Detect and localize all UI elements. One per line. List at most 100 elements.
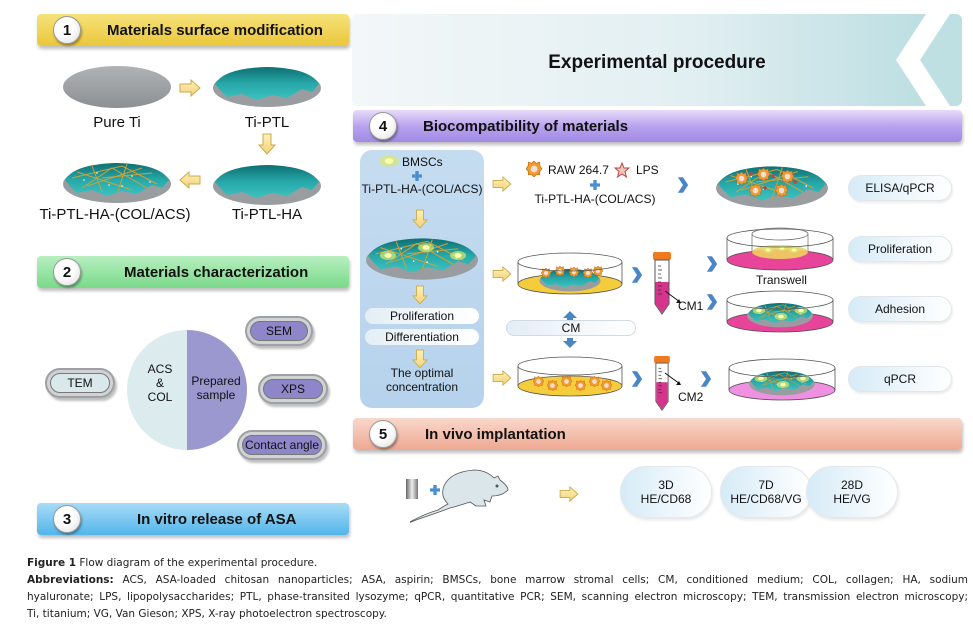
step-ti-ptl-ha-col-acs-label: Ti-PTL-HA-(COL/ACS) (39, 206, 191, 223)
transwell-label: Transwell (756, 273, 807, 287)
method-sem-pill: SEM (245, 316, 313, 346)
transwell-dish-icon (726, 227, 834, 271)
outcome-proliferation-pill: Proliferation (848, 236, 952, 262)
qpcr-dish-icon (728, 358, 836, 401)
abbreviations-label: Abbreviations: (27, 574, 114, 586)
section-title: Materials characterization (124, 263, 309, 281)
arrow-right-icon (492, 176, 512, 192)
titanium-implant-rod-icon (406, 479, 418, 499)
abbreviations-line-2: hyaluronate; LPS, lipopolysaccharides; P… (27, 591, 968, 603)
raw-material-label: Ti-PTL-HA-(COL/ACS) (534, 192, 656, 206)
section-header-3: 3 In vitro release of ASA (37, 503, 349, 535)
section-header-5: 5 In vivo implantation (353, 418, 962, 450)
method-label: SEM (250, 321, 308, 341)
stage-tests: HE/CD68 (640, 492, 692, 506)
stage-28d-pill: 28D HE/VG (806, 466, 898, 518)
section-title: Biocompatibility of materials (423, 117, 629, 135)
bmsc-seeded-disc-icon (365, 237, 479, 281)
abbreviations-line-3: Ti, titanium; VG, Van Gieson; XPS, X-ray… (27, 608, 387, 620)
plus-icon (590, 180, 600, 190)
arrow-pointer-icon (664, 290, 681, 303)
arrow-left-icon (179, 171, 201, 189)
result-line: The optimal (390, 366, 454, 380)
arrow-right-icon (492, 370, 512, 386)
step-ti-ptl-label: Ti-PTL (244, 114, 290, 131)
arrow-down-small-icon (563, 338, 577, 348)
chevron-right-icon (700, 370, 712, 388)
chevron-right-icon (631, 266, 643, 284)
stage-3d-pill: 3D HE/CD68 (620, 466, 712, 518)
assay-proliferation-pill: Proliferation (365, 308, 479, 324)
outcome-adhesion-pill: Adhesion (848, 296, 952, 322)
pie-left-line: & (155, 376, 164, 390)
section-title: Materials surface modification (107, 21, 323, 39)
petri-dish-with-disc-icon (517, 252, 623, 295)
method-label: TEM (50, 373, 110, 393)
pie-left-line: ACS (147, 362, 173, 376)
stage-tests: HE/VG (833, 492, 871, 506)
section-header-1: 1 Materials surface modification (37, 14, 349, 46)
ti-ptl-disc-icon (212, 62, 322, 108)
cm1-label: CM1 (678, 299, 704, 313)
bmsc-label: BMSCs (402, 155, 443, 169)
section-header-4: 4 Biocompatibility of materials (353, 110, 962, 142)
raw-cell-label: RAW 264.7 (548, 163, 609, 177)
cm2-label: CM2 (678, 390, 704, 404)
ti-ptl-ha-col-acs-disc-icon (62, 158, 172, 204)
pie-right-line: sample (196, 388, 236, 402)
stage-day: 28D (840, 478, 863, 492)
method-contact-angle-pill: Contact angle (237, 430, 327, 460)
ti-ptl-ha-disc-icon (212, 160, 322, 206)
pie-left-line: COL (147, 390, 173, 404)
chevron-right-icon (706, 254, 718, 274)
lps-label: LPS (636, 163, 659, 177)
step-ti-ptl-ha-label: Ti-PTL-HA (231, 206, 303, 223)
method-label: XPS (263, 379, 323, 399)
section-title: In vitro release of ASA (137, 510, 297, 528)
page-title: Experimental procedure (548, 52, 766, 73)
cm1-tube-icon (651, 252, 673, 316)
adhesion-dish-icon (726, 290, 834, 333)
arrow-right-icon (492, 266, 512, 282)
chevron-right-icon (677, 176, 689, 194)
raw-macrophage-cell-icon (526, 161, 542, 177)
arrow-down-icon (258, 133, 276, 155)
arrow-pointer-icon (664, 372, 681, 385)
abbreviations-line-1: Abbreviations: ACS, ASA-loaded chitosan … (27, 572, 968, 588)
section-number-badge: 1 (53, 16, 81, 44)
macrophage-seeded-disc-icon (715, 165, 829, 209)
stage-day: 3D (658, 478, 674, 492)
result-line: concentration (385, 380, 459, 394)
stage-day: 7D (758, 478, 774, 492)
stage-7d-pill: 7D HE/CD68/VG (720, 466, 812, 518)
arrow-right-icon (559, 486, 579, 502)
bmsc-material-label: Ti-PTL-HA-(COL/ACS) (361, 182, 483, 196)
section-number-badge: 2 (53, 258, 81, 286)
arrow-down-icon (412, 285, 428, 305)
figure-label: Figure 1 (27, 557, 77, 569)
arrow-down-icon (412, 209, 428, 229)
chevron-right-icon (631, 370, 643, 388)
outcome-elisa-qpcr-pill: ELISA/qPCR (848, 175, 952, 201)
section-number-badge: 3 (53, 505, 81, 533)
petri-dish-cells-icon (517, 356, 623, 397)
arrow-right-icon (179, 79, 201, 97)
figure-text: Flow diagram of the experimental procedu… (76, 557, 318, 569)
assay-differentiation-pill: Differentiation (365, 329, 479, 345)
method-label: Contact angle (242, 435, 322, 455)
pie-right-line: Prepared (191, 374, 241, 388)
optimal-concentration-label: The optimal concentration (360, 366, 484, 394)
sample-pie-icon (127, 330, 247, 450)
section-header-2: 2 Materials characterization (37, 256, 349, 288)
step-pure-ti-label: Pure Ti (93, 114, 141, 131)
cm-bar: CM (506, 320, 636, 336)
stage-tests: HE/CD68/VG (730, 492, 802, 506)
abbreviations-text: ACS, ASA-loaded chitosan nanoparticles; … (113, 574, 969, 586)
chevron-decoration-icon (896, 14, 962, 106)
section-title: In vivo implantation (425, 425, 566, 443)
lps-star-icon (614, 162, 630, 178)
pie-right-label: Prepared sample (188, 374, 244, 402)
pure-ti-disc-icon (63, 66, 171, 108)
arrow-up-icon (563, 311, 577, 321)
title-banner: Experimental procedure (352, 14, 962, 106)
